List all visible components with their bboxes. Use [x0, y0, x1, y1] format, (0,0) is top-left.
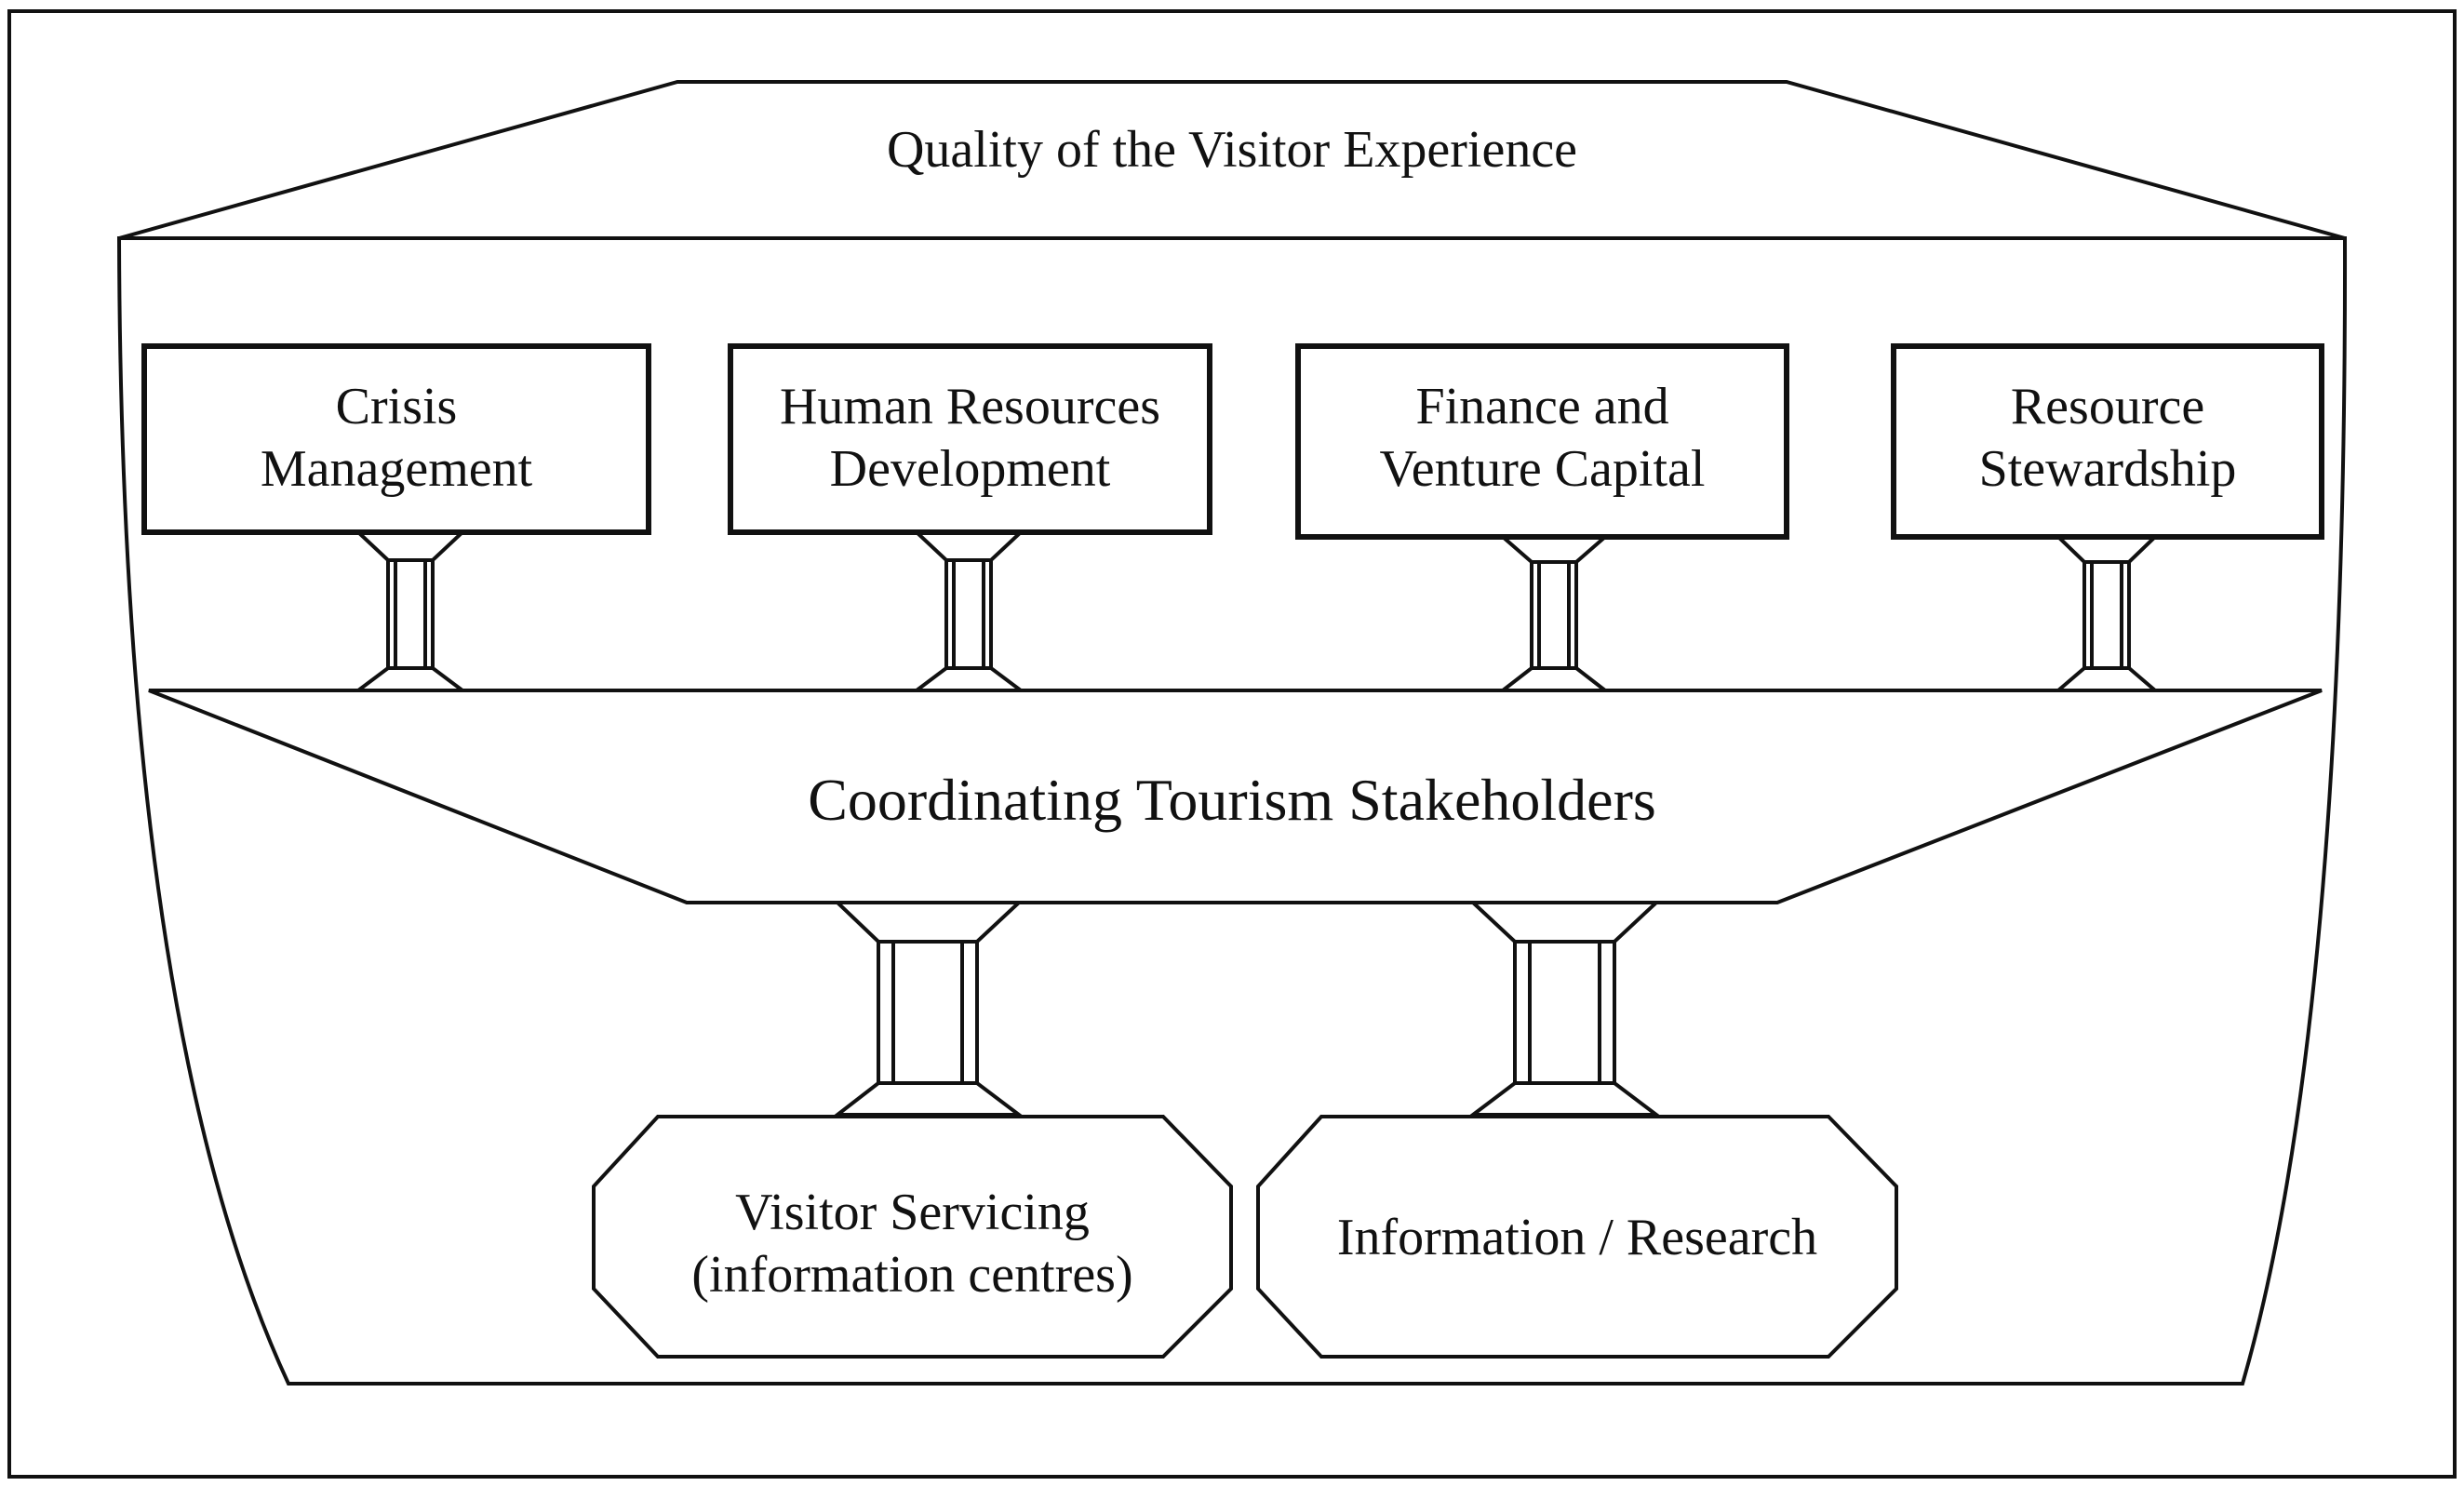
- connector-information-research: [1467, 901, 1662, 1117]
- top-label: Quality of the Visitor Experience: [886, 121, 1578, 179]
- box-label-line1: Crisis: [335, 378, 458, 435]
- node-label-information-research: Information / Research: [1258, 1207, 1896, 1269]
- box-label-resource-stewardship: Resource Stewardship: [1894, 376, 2322, 501]
- node-information-research: [1256, 1115, 1898, 1359]
- node-label-line1: Information / Research: [1336, 1209, 1818, 1266]
- connector-resource: [2053, 535, 2161, 692]
- connector-crisis: [353, 530, 468, 692]
- box-label-finance-venture: Finance and Venture Capital: [1298, 376, 1787, 501]
- box-label-line2: Development: [829, 440, 1111, 499]
- node-label-line1: Visitor Servicing: [735, 1184, 1090, 1241]
- node-label-visitor-servicing: Visitor Servicing (information centres): [594, 1182, 1231, 1306]
- box-label-line1: Resource: [2010, 378, 2205, 435]
- box-label-line1: Human Resources: [779, 378, 1160, 435]
- box-label-line1: Finance and: [1415, 378, 1669, 435]
- box-label-line2: Venture Capital: [1379, 440, 1706, 499]
- box-label-line2: Stewardship: [1978, 440, 2237, 499]
- body-shape: [116, 236, 2348, 1386]
- connector-human-resources: [911, 530, 1026, 692]
- connector-visitor-servicing: [832, 901, 1024, 1117]
- node-visitor-servicing: [592, 1115, 1233, 1359]
- middle-label: Coordinating Tourism Stakeholders: [808, 767, 1656, 833]
- box-label-crisis-management: Crisis Management: [144, 376, 649, 501]
- box-label-line2: Management: [260, 440, 533, 499]
- connector-finance: [1497, 535, 1611, 692]
- node-label-line2: (information centres): [691, 1246, 1133, 1305]
- outer-frame: [7, 9, 2457, 1479]
- box-label-human-resources: Human Resources Development: [730, 376, 1210, 501]
